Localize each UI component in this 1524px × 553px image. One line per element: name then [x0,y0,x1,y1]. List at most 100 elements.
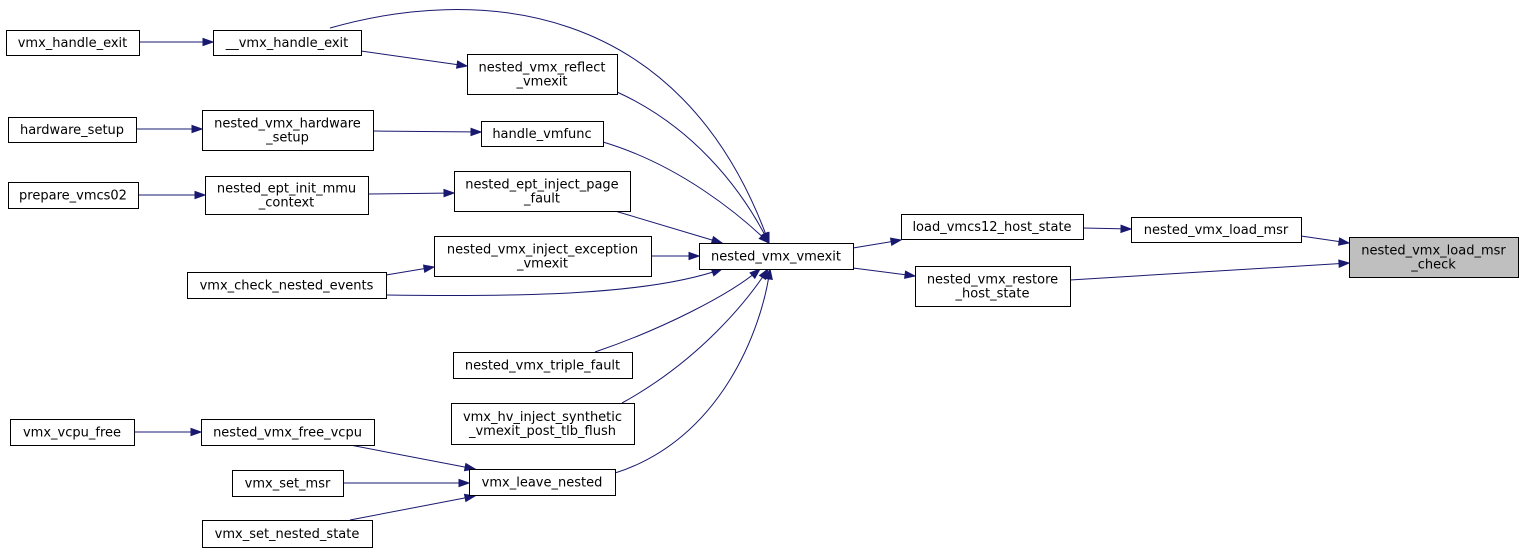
node-nested-vmx-vmexit[interactable]: nested_vmx_vmexit [699,243,854,270]
node-label: _context [258,196,315,211]
arrowhead-icon [190,427,203,437]
node-label: prepare_vmcs02 [19,189,127,204]
edge-line [372,130,482,133]
edge-vmx-leave-nested-to-nested-vmx-vmexit [614,267,773,474]
arrowhead-icon [749,268,762,280]
node-nested-vmx-restore-host-state[interactable]: nested_vmx_restore_host_state [915,266,1071,307]
edge-nested-vmx-hardware-setup-to-handle-vmfunc [372,127,483,137]
node-nested-vmx-reflect-vmexit[interactable]: nested_vmx_reflect_vmexit [467,54,618,95]
node-label: _host_state [955,287,1030,302]
node-label: vmx_vcpu_free [23,426,121,441]
node-label: handle_vmfunc [492,127,591,142]
node-box [8,182,139,209]
edge-line [329,9,770,244]
edge-line [385,268,723,297]
arrowhead-icon [194,190,207,200]
node-vmx-hv-inject-synthetic-vmexit-post-tlb-flush[interactable]: vmx_hv_inject_synthetic_vmexit_post_tlb_… [451,403,635,445]
node-label: _vmexit [515,75,567,90]
node-box [202,110,374,151]
node-vmx-check-nested-events[interactable]: vmx_check_nested_events [187,272,387,299]
arrowhead-icon [455,60,469,69]
node-label: nested_vmx_restore [927,273,1058,288]
node-label: vmx_handle_exit [18,36,128,51]
node-nested-vmx-triple-fault[interactable]: nested_vmx_triple_fault [453,352,633,379]
edge-line [602,141,770,244]
edge-nested-vmx-reflect-vmexit-to-nested-vmx-vmexit [616,91,770,245]
node-box [469,469,616,496]
node-label: vmx_set_msr [245,477,331,492]
edge-line [367,192,455,195]
arrowhead-icon [1337,237,1351,246]
edge-vmx-check-nested-events-to-nested-vmx-inject-exception-vmexit [385,264,436,276]
edge-nested-vmx-vmexit-to-load-vmcs12-host-state [852,237,903,249]
arrowhead-icon [458,478,471,488]
node-box [232,470,344,497]
edge-vmx-handle-exit-to-vmx-handle-exit [139,37,215,47]
edge-line [614,210,723,244]
node-box [453,352,633,379]
node-label: vmx_leave_nested [482,476,603,491]
arrowhead-icon [758,232,771,245]
node-vmx-leave-nested[interactable]: vmx_leave_nested [469,469,616,496]
node-label: hardware_setup [20,123,124,138]
node-nested-vmx-load-msr-check[interactable]: nested_vmx_load_msr_check [1349,237,1519,278]
edge-nested-vmx-free-vcpu-to-vmx-leave-nested [349,444,477,472]
arrowhead-icon [889,237,903,246]
node-label: _vmexit_post_tlb_flush [468,424,616,439]
arrowhead-icon [904,270,917,279]
node-label: _setup [265,131,309,146]
edge-line [621,268,769,404]
node-box [8,117,137,143]
node-box [201,419,375,446]
node-nested-vmx-inject-exception-vmexit[interactable]: nested_vmx_inject_exception_vmexit [434,236,652,277]
edge-line [349,444,476,470]
node-label: nested_vmx_load_msr [1144,223,1289,238]
edge-line [594,268,761,353]
node-nested-ept-inject-page-fault[interactable]: nested_ept_inject_page_fault [454,171,631,212]
node-box [202,520,373,548]
node-box [481,121,604,147]
edge-vmx-set-msr-to-vmx-leave-nested [343,478,471,488]
node-vmx-handle-exit[interactable]: __vmx_handle_exit [213,30,362,56]
edge-nested-vmx-inject-exception-vmexit-to-nested-vmx-vmexit [651,251,701,261]
node-box [454,171,631,212]
node-box [451,403,635,445]
node-label: vmx_check_nested_events [200,279,374,294]
node-box [467,54,618,95]
edge-nested-vmx-load-msr-to-nested-vmx-load-msr-check [1300,235,1351,246]
node-label: _check [1410,258,1456,273]
node-hardware-setup[interactable]: hardware_setup [8,117,137,143]
node-prepare-vmcs02[interactable]: prepare_vmcs02 [8,182,139,209]
node-box [915,266,1071,307]
node-box [6,30,140,56]
node-label: nested_vmx_triple_fault [465,359,620,374]
node-nested-vmx-hardware-setup[interactable]: nested_vmx_hardware_setup [202,110,374,151]
node-label: _vmexit [516,257,568,272]
node-load-vmcs12-host-state[interactable]: load_vmcs12_host_state [901,214,1084,240]
node-vmx-set-nested-state[interactable]: vmx_set_nested_state [202,520,373,548]
arrowhead-icon [191,124,204,134]
node-nested-vmx-free-vcpu[interactable]: nested_vmx_free_vcpu [201,419,375,446]
node-vmx-set-msr[interactable]: vmx_set_msr [232,470,344,497]
edge-hardware-setup-to-nested-vmx-hardware-setup [136,124,204,134]
node-nested-vmx-load-msr[interactable]: nested_vmx_load_msr [1131,217,1302,243]
edge-prepare-vmcs02-to-nested-ept-init-mmu-context [138,190,207,200]
edge-line [614,268,771,474]
node-box [1131,217,1302,243]
node-box [699,243,854,270]
node-nested-ept-init-mmu-context[interactable]: nested_ept_init_mmu_context [205,176,369,215]
node-handle-vmfunc[interactable]: handle_vmfunc [481,121,604,147]
node-label: nested_vmx_hardware [214,117,361,132]
node-vmx-handle-exit[interactable]: vmx_handle_exit [6,30,140,56]
node-label: vmx_set_nested_state [215,527,360,542]
edge-vmx-set-nested-state-to-vmx-leave-nested [349,493,477,521]
node-vmx-vcpu-free[interactable]: vmx_vcpu_free [10,419,135,446]
edge-vmx-hv-inject-synthetic-vmexit-post-tlb-flush-to-nested-vmx-vmexit [621,267,769,404]
edge-vmx-vcpu-free-to-nested-vmx-free-vcpu [134,427,203,437]
arrowhead-icon [443,188,456,198]
edge-nested-ept-init-mmu-context-to-nested-ept-inject-page-fault [367,188,456,198]
node-box [205,176,369,215]
edge-line [360,50,468,67]
node-box [10,419,135,446]
